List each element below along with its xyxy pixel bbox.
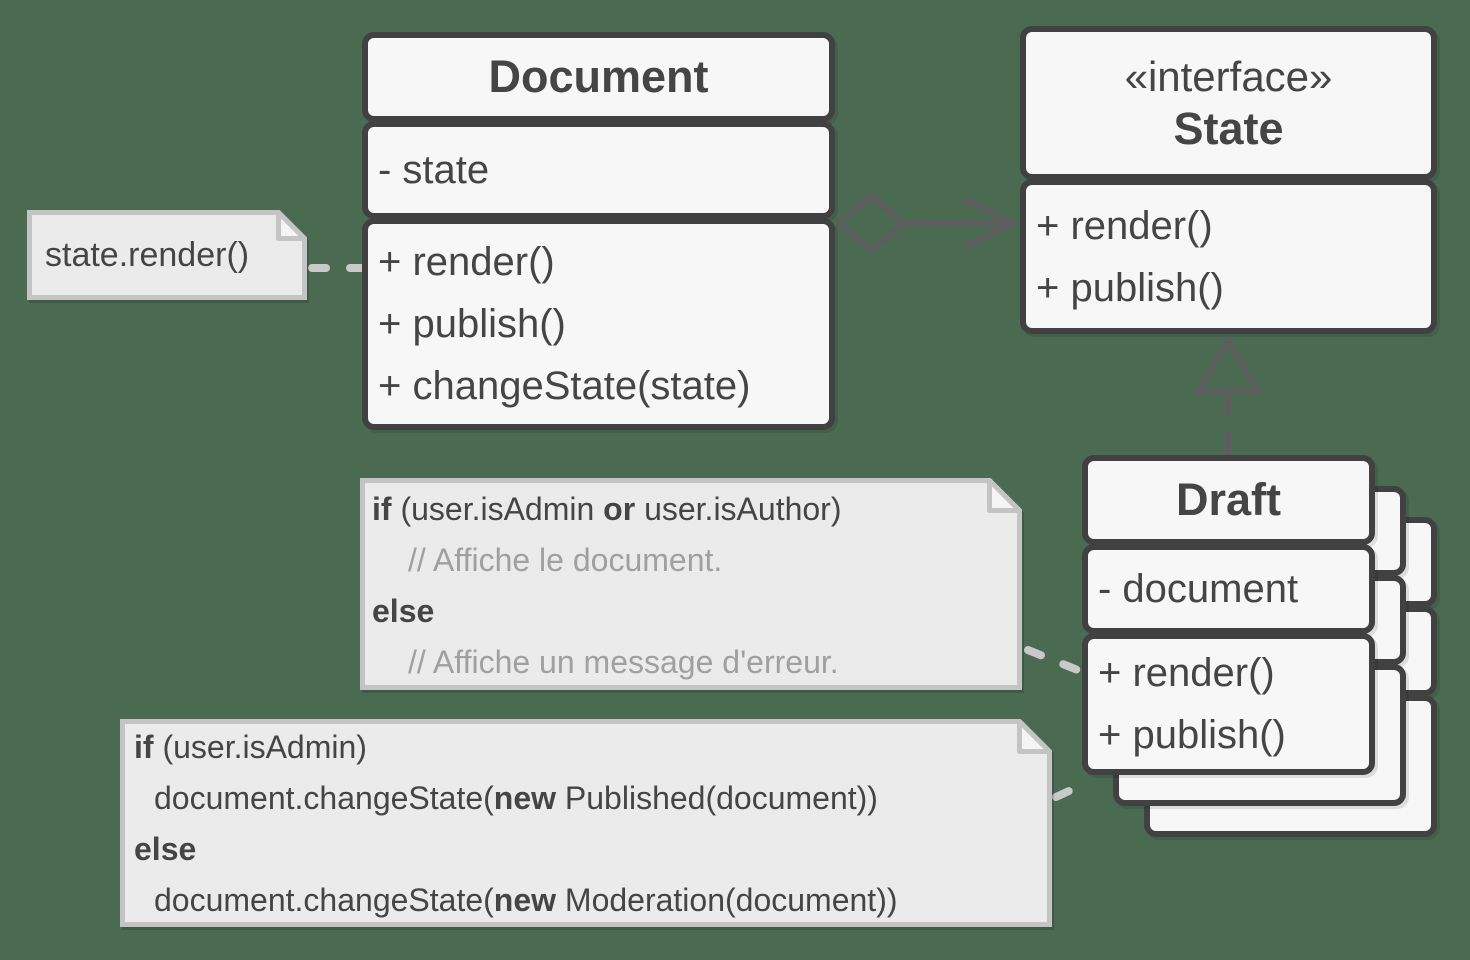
class-title: Draft — [1175, 474, 1281, 525]
class-document-methods: + render() + publish() + changeState(state… — [362, 218, 835, 430]
interface-state-header: «interface» State — [1020, 26, 1437, 180]
method: + render() — [378, 240, 555, 284]
note-render-logic: if (user.isAdmin or user.isAuthor) // Aff… — [360, 478, 1022, 690]
note-publish-logic: if (user.isAdmin) document.changeState(ne… — [120, 719, 1052, 927]
note-shape — [27, 210, 307, 300]
class-document-header: Document — [362, 32, 835, 122]
note-connector-publish-logic — [1052, 782, 1084, 801]
interface-state-methods: + render() + publish() — [1020, 179, 1437, 334]
method: + render() — [1098, 651, 1275, 695]
note-line: document.changeState(new Published(docum… — [154, 780, 878, 816]
class-title: Document — [488, 51, 709, 102]
note-line: if (user.isAdmin or user.isAuthor) — [372, 491, 842, 527]
class-title: State — [1173, 103, 1284, 154]
stereotype-label: «interface» — [1124, 53, 1333, 100]
note-state-render: state.render() — [27, 210, 307, 300]
method: + publish() — [378, 302, 566, 346]
class-draft-methods: + render() + publish() — [1082, 633, 1375, 775]
hollow-triangle-arrowhead — [1192, 335, 1264, 394]
note-line: else — [372, 593, 435, 629]
aggregation-diamond — [834, 192, 908, 254]
note-text: if (user.isAdmin) document.changeState(ne… — [120, 719, 1052, 927]
class-draft: Draft - document + render() + publish() — [1082, 455, 1375, 775]
realization-arrow — [1192, 335, 1264, 455]
folded-corner — [276, 210, 307, 241]
note-line: else — [134, 831, 197, 867]
field: - document — [1098, 567, 1299, 611]
note-connector-render-logic — [1024, 646, 1084, 675]
class-document: Document - state + render()+ publish()+ … — [362, 32, 835, 430]
note-line: document.changeState(new Moderation(docu… — [154, 882, 898, 918]
interface-state: «interface» State + render() + publish() — [1020, 26, 1437, 334]
class-draft-fields: - document — [1082, 544, 1375, 634]
folded-corner — [1017, 719, 1052, 754]
note-line: // Affiche le document. — [408, 542, 723, 578]
folded-corner — [987, 478, 1022, 513]
class-draft-header: Draft — [1082, 455, 1375, 545]
aggregation-arrow — [834, 192, 1020, 254]
open-arrowhead — [962, 196, 1020, 250]
class-document-fields: - state — [362, 121, 835, 219]
field: - state — [378, 148, 490, 192]
note-line: // Affiche un message d'erreur. — [408, 644, 839, 680]
note-shape — [360, 478, 1022, 690]
method: + publish() — [1098, 713, 1286, 757]
note-text: state.render() — [45, 235, 250, 274]
method: + changeState(state) — [378, 364, 751, 408]
method: + publish() — [1036, 265, 1224, 310]
method: + render() — [1036, 203, 1213, 248]
note-text: if (user.isAdmin or user.isAuthor) // Aff… — [360, 478, 1022, 690]
note-shape — [120, 719, 1052, 927]
note-line: if (user.isAdmin) — [134, 729, 367, 765]
